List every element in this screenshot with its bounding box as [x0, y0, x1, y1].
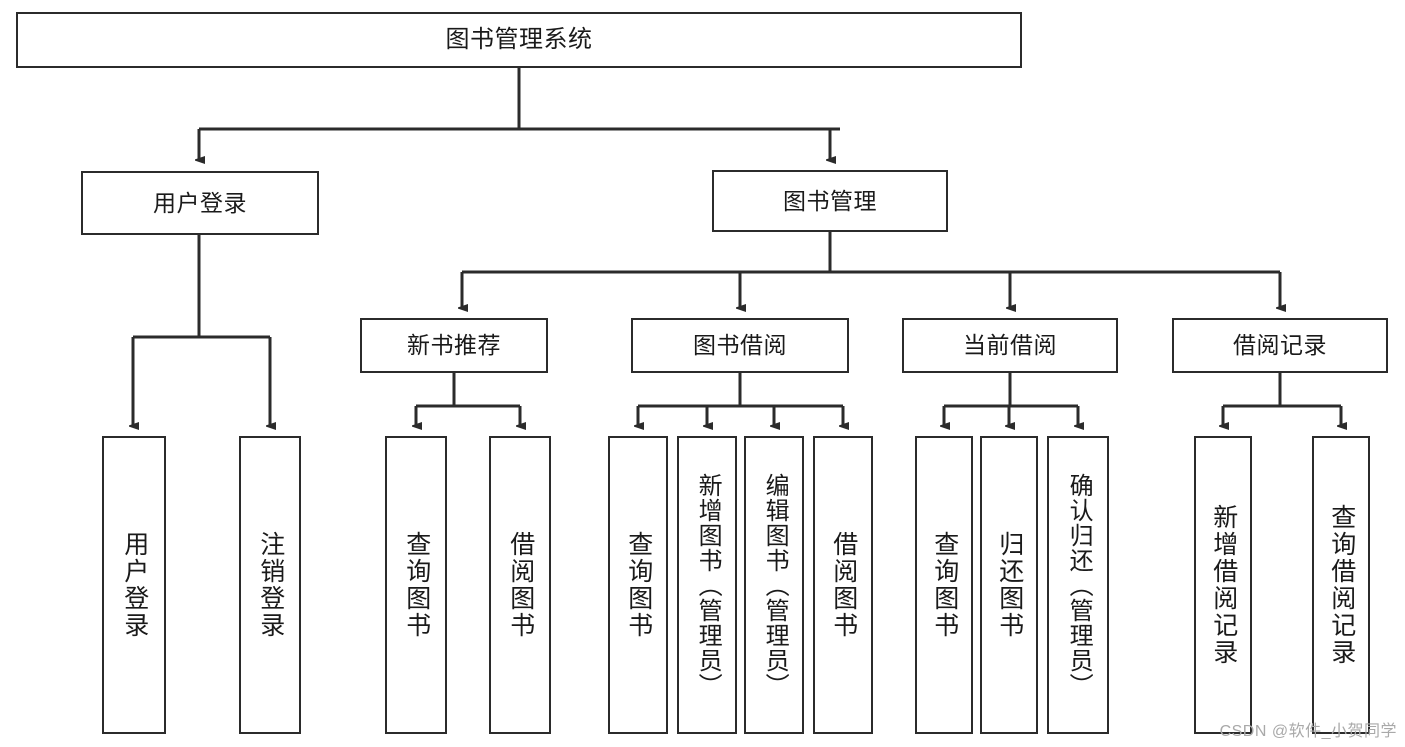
node-label: 当前借阅 [963, 332, 1057, 359]
node-label: 新增借阅记录 [1209, 504, 1238, 666]
node-label: 编辑图书（管理员） [761, 472, 789, 698]
leaf-user-login-login[interactable]: 用户登录 [102, 436, 166, 734]
node-label: 借阅图书 [829, 531, 858, 639]
node-label: 查询图书 [402, 531, 431, 639]
node-current-borrow[interactable]: 当前借阅 [902, 318, 1118, 373]
leaf-records-query-record[interactable]: 查询借阅记录 [1312, 436, 1370, 734]
leaf-current-confirm-return-admin[interactable]: 确认归还（管理员） [1047, 436, 1109, 734]
leaf-new-book-borrow[interactable]: 借阅图书 [489, 436, 551, 734]
node-label: 图书借阅 [693, 332, 787, 359]
node-book-management[interactable]: 图书管理 [712, 170, 948, 232]
leaf-borrow-edit-book-admin[interactable]: 编辑图书（管理员） [744, 436, 804, 734]
node-user-login[interactable]: 用户登录 [81, 171, 319, 235]
node-label: 确认归还（管理员） [1065, 472, 1093, 698]
node-new-book-recommend[interactable]: 新书推荐 [360, 318, 548, 373]
node-label: 借阅记录 [1233, 332, 1327, 359]
node-label: 图书管理 [783, 187, 877, 214]
node-label: 用户登录 [120, 531, 149, 639]
node-label: 新增图书（管理员） [694, 472, 722, 698]
leaf-borrow-borrow-book[interactable]: 借阅图书 [813, 436, 873, 734]
leaf-current-return-book[interactable]: 归还图书 [980, 436, 1038, 734]
leaf-records-add-record[interactable]: 新增借阅记录 [1194, 436, 1252, 734]
leaf-borrow-query-book[interactable]: 查询图书 [608, 436, 668, 734]
leaf-current-query-book[interactable]: 查询图书 [915, 436, 973, 734]
node-label: 用户登录 [153, 189, 247, 216]
leaf-borrow-add-book-admin[interactable]: 新增图书（管理员） [677, 436, 737, 734]
node-label: 查询借阅记录 [1327, 504, 1356, 666]
leaf-new-book-query[interactable]: 查询图书 [385, 436, 447, 734]
node-root-system[interactable]: 图书管理系统 [16, 12, 1022, 68]
leaf-user-login-logout[interactable]: 注销登录 [239, 436, 301, 734]
node-label: 查询图书 [624, 531, 653, 639]
node-label: 图书管理系统 [445, 25, 593, 53]
node-label: 新书推荐 [407, 332, 501, 359]
node-borrow-records[interactable]: 借阅记录 [1172, 318, 1388, 373]
node-label: 查询图书 [930, 531, 959, 639]
node-label: 借阅图书 [506, 531, 535, 639]
node-label: 注销登录 [256, 531, 285, 639]
node-book-borrow[interactable]: 图书借阅 [631, 318, 849, 373]
node-label: 归还图书 [995, 531, 1024, 639]
